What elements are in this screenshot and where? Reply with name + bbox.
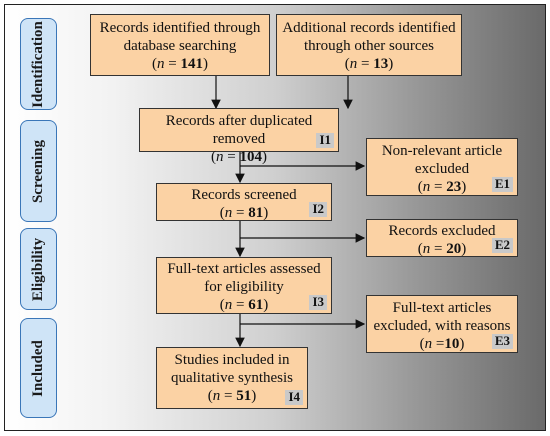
box-text: Records screened [191,187,297,203]
box-database-search: Records identified through database sear… [90,14,270,76]
box-text: Full-text articles assessed for eligibil… [167,261,321,295]
box-tag: E3 [491,333,513,349]
box-text: Studies included in qualitative synthesi… [170,352,294,386]
box-after-duplicates-removed: Records after duplicated removed (n = 10… [139,108,339,165]
box-count: (n = 20) [417,241,467,257]
box-count: (n = 104) [211,149,267,165]
stage-identification: Identification [20,18,57,110]
box-count: (n = 141) [152,56,208,72]
box-studies-included: Studies included in qualitative synthesi… [156,347,308,409]
box-text: Records identified through database sear… [99,20,261,54]
box-non-relevant-excluded: Non-relevant article excluded (n = 23) E… [366,138,518,196]
box-count: (n = 23) [417,179,467,195]
box-count: (n = 13) [344,56,394,72]
stage-included: Included [20,318,57,418]
box-text: Additional records identified through ot… [282,20,456,54]
stage-eligibility: Eligibility [20,228,57,310]
box-fulltext-excluded: Full-text articles excluded, with reason… [366,295,518,353]
box-text: Full-text articles excluded, with reason… [373,300,511,334]
box-other-sources: Additional records identified through ot… [276,14,462,76]
stage-screening: Screening [20,120,57,222]
box-count: (n = 51) [207,388,257,404]
box-records-screened: Records screened (n = 81) I2 [156,183,332,221]
box-count: (n = 61) [219,297,269,313]
box-records-excluded: Records excluded (n = 20) E2 [366,219,518,257]
box-tag: E1 [491,176,513,192]
box-tag: I4 [285,389,303,405]
box-text: Records excluded [388,223,496,239]
box-text: Non-relevant article excluded [381,143,503,177]
box-tag: I1 [316,132,334,148]
box-fulltext-assessed: Full-text articles assessed for eligibil… [156,257,332,314]
box-count: (n =10) [419,336,465,352]
box-tag: I3 [309,294,327,310]
box-tag: E2 [491,237,513,253]
box-count: (n = 81) [219,205,269,221]
box-tag: I2 [309,201,327,217]
box-text: Records after duplicated removed [165,113,313,147]
